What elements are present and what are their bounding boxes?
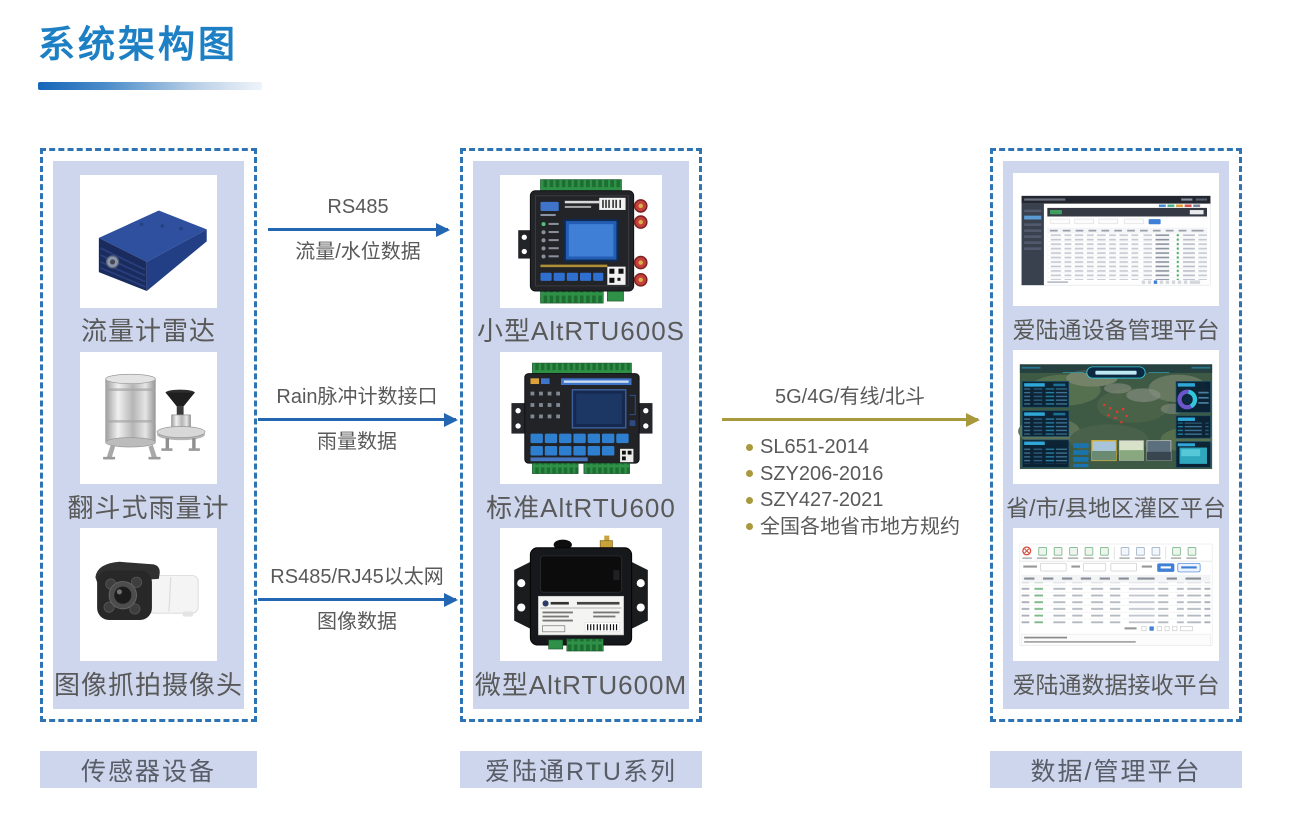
rtu600m-image (500, 528, 662, 662)
bullet-dot-icon (746, 443, 753, 451)
bullet-dot-icon (746, 523, 753, 531)
device-mgmt-screenshot (1013, 173, 1219, 307)
sensors-dashed-box: 流量计雷达 (40, 148, 257, 722)
rain-gauge-icon (103, 373, 206, 460)
map-alarm-markers (1103, 404, 1128, 424)
device-label: 流量计雷达 (80, 316, 216, 347)
sensors-panel: 流量计雷达 (53, 161, 244, 709)
device-label: 小型AltRTU600S (476, 316, 686, 347)
irrigation-dashboard-screenshot (1018, 364, 1213, 470)
protocol-name: SZY206-2016 (760, 462, 884, 485)
device-card-data-receive-platform: 爱陆通数据接收平台 (1011, 527, 1221, 705)
rtu600m-device-icon (514, 535, 648, 652)
device-label: 图像抓拍摄像头 (54, 669, 244, 700)
rtu-dashed-box: 小型AltRTU600S (460, 148, 702, 722)
protocol-list: SL651-2014 SZY206-2016 SZY427-2021 全国各地省… (722, 434, 978, 540)
arrow-right-icon (722, 418, 978, 421)
protocol-list-item: 全国各地省市地方规约 (746, 514, 978, 541)
device-card-rtu600: 标准AltRTU600 (486, 351, 676, 529)
platforms-dashed-box: 爱陆通设备管理平台 (990, 148, 1242, 722)
connection-network-label: 5G/4G/有线/北斗 (774, 386, 926, 408)
device-label: 标准AltRTU600 (486, 492, 676, 523)
connection-protocol-label: RS485 (327, 196, 389, 218)
rtu600-device-icon (511, 362, 653, 474)
rtu600-image (500, 351, 662, 485)
connection-rtu-to-platform: 5G/4G/有线/北斗 SL651-2014 SZY206-2016 SZY42… (722, 384, 978, 540)
camera-icon (95, 562, 199, 621)
device-label: 爱陆通设备管理平台 (1012, 317, 1220, 344)
rain-gauge-image (80, 351, 217, 485)
connection-protocol-label: Rain脉冲计数接口 (276, 386, 438, 408)
platforms-column-label: 数据/管理平台 (990, 751, 1242, 788)
connection-data-label: 图像数据 (317, 611, 397, 633)
device-card-camera: 图像抓拍摄像头 (54, 528, 244, 705)
data-receive-platform-screenshot (1019, 543, 1213, 646)
platforms-panel: 爱陆通设备管理平台 (1003, 161, 1229, 709)
device-card-rtu600m: 微型AltRTU600M (474, 528, 688, 705)
connection-camera-to-rtu: RS485/RJ45以太网 图像数据 (258, 564, 456, 635)
camera-image (80, 528, 217, 662)
rtu600s-device-icon (518, 179, 648, 304)
device-mgmt-platform-screenshot (1021, 195, 1211, 286)
protocol-name: SL651-2014 (760, 436, 869, 458)
title-underline (38, 82, 262, 90)
arrow-right-icon (258, 598, 456, 601)
sensors-column-label: 传感器设备 (40, 751, 257, 788)
rtu600s-image (500, 175, 662, 308)
arrow-right-icon (258, 418, 456, 421)
device-card-rain-gauge: 翻斗式雨量计 (67, 351, 230, 529)
device-card-flow-radar: 流量计雷达 (67, 175, 230, 352)
protocol-name: SZY427-2021 (760, 489, 884, 511)
bullet-dot-icon (746, 470, 753, 478)
device-card-device-mgmt-platform: 爱陆通设备管理平台 (1011, 173, 1221, 350)
rtu-panel: 小型AltRTU600S (473, 161, 689, 709)
rtu-column-label: 爱陆通RTU系列 (460, 751, 702, 788)
device-card-rtu600s: 小型AltRTU600S (476, 175, 686, 352)
connection-data-label: 雨量数据 (317, 431, 397, 453)
connection-raingauge-to-rtu: Rain脉冲计数接口 雨量数据 (258, 384, 456, 455)
page-title: 系统架构图 (38, 24, 238, 65)
flow-radar-image (80, 175, 217, 308)
protocol-list-item: SL651-2014 (746, 434, 978, 461)
protocol-name: 全国各地省市地方规约 (760, 515, 960, 538)
data-receive-screenshot (1013, 527, 1219, 661)
protocol-list-item: SZY427-2021 (746, 487, 978, 514)
device-card-irrigation-platform: 省/市/县地区灌区平台 (1006, 350, 1226, 527)
connection-radar-to-rtu: RS485 流量/水位数据 (268, 194, 448, 265)
connection-data-label: 流量/水位数据 (295, 241, 421, 263)
arrow-right-icon (268, 228, 448, 231)
radar-device-icon (98, 210, 207, 291)
device-label: 省/市/县地区灌区平台 (1006, 494, 1226, 521)
device-label: 微型AltRTU600M (474, 669, 688, 700)
protocol-list-item: SZY206-2016 (746, 461, 978, 488)
irrigation-dashboard-screenshot (1013, 350, 1219, 484)
connection-protocol-label: RS485/RJ45以太网 (270, 566, 444, 588)
device-label: 翻斗式雨量计 (67, 492, 230, 523)
device-label: 爱陆通数据接收平台 (1012, 671, 1220, 698)
bullet-dot-icon (746, 496, 753, 504)
